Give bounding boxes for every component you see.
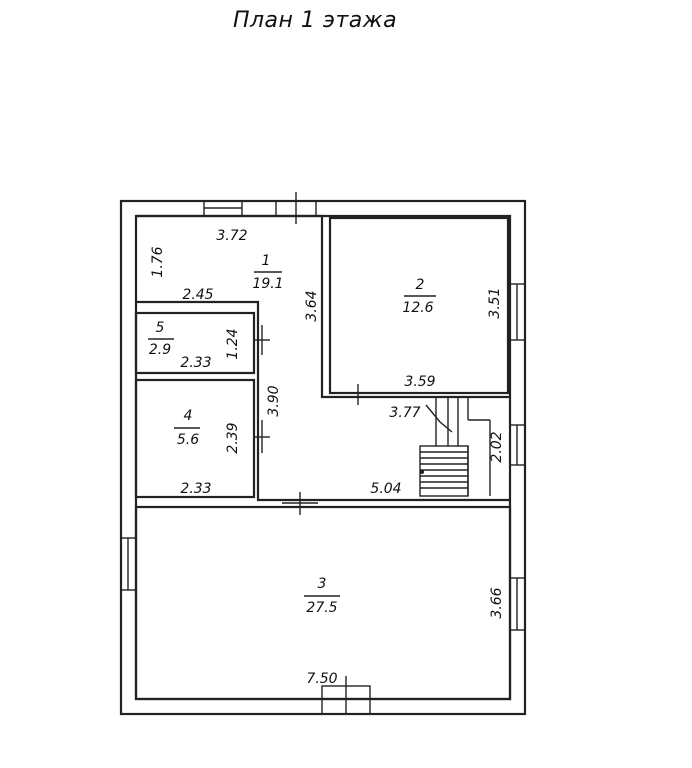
room1-lower-boundary xyxy=(136,300,510,502)
dim-r2-right: 3.51 xyxy=(487,287,503,318)
dim-stair-top: 3.77 xyxy=(389,405,420,421)
dim-r4-bottom: 2.33 xyxy=(180,481,211,497)
dim-r3-right: 3.66 xyxy=(489,587,505,618)
dim-hall-bottom: 5.04 xyxy=(370,481,401,497)
room5-walls xyxy=(134,311,256,375)
staircase xyxy=(419,398,491,497)
dim-r1-left: 1.76 xyxy=(150,246,166,277)
room3-number: 3 xyxy=(318,576,327,592)
room2-area: 12.6 xyxy=(402,300,433,316)
plan-title: План 1 этажа xyxy=(232,8,398,33)
dim-r1-top: 3.72 xyxy=(216,228,247,244)
room5-area: 2.9 xyxy=(149,342,171,358)
room5-number: 5 xyxy=(156,320,165,336)
dim-corridor-lower: 3.90 xyxy=(266,385,282,416)
room2-number: 2 xyxy=(416,277,425,293)
room4-number: 4 xyxy=(184,408,193,424)
room1-number: 1 xyxy=(262,253,271,269)
room1-area: 19.1 xyxy=(252,276,283,292)
dim-r5-bottom: 2.33 xyxy=(180,355,211,371)
dim-r5-right: 1.24 xyxy=(225,328,241,359)
room4-walls xyxy=(134,378,256,499)
room2-walls xyxy=(328,216,510,395)
dim-r4-right: 2.39 xyxy=(225,422,241,453)
dim-stair-right: 2.02 xyxy=(489,431,505,462)
dim-r3-bottom: 7.50 xyxy=(306,671,337,687)
room3-area: 27.5 xyxy=(306,600,337,616)
room4-area: 5.6 xyxy=(177,432,199,448)
dim-corridor-right: 3.64 xyxy=(304,290,320,321)
dim-r2-bottom: 3.59 xyxy=(404,374,435,390)
dim-r1-bottom: 2.45 xyxy=(182,287,213,303)
